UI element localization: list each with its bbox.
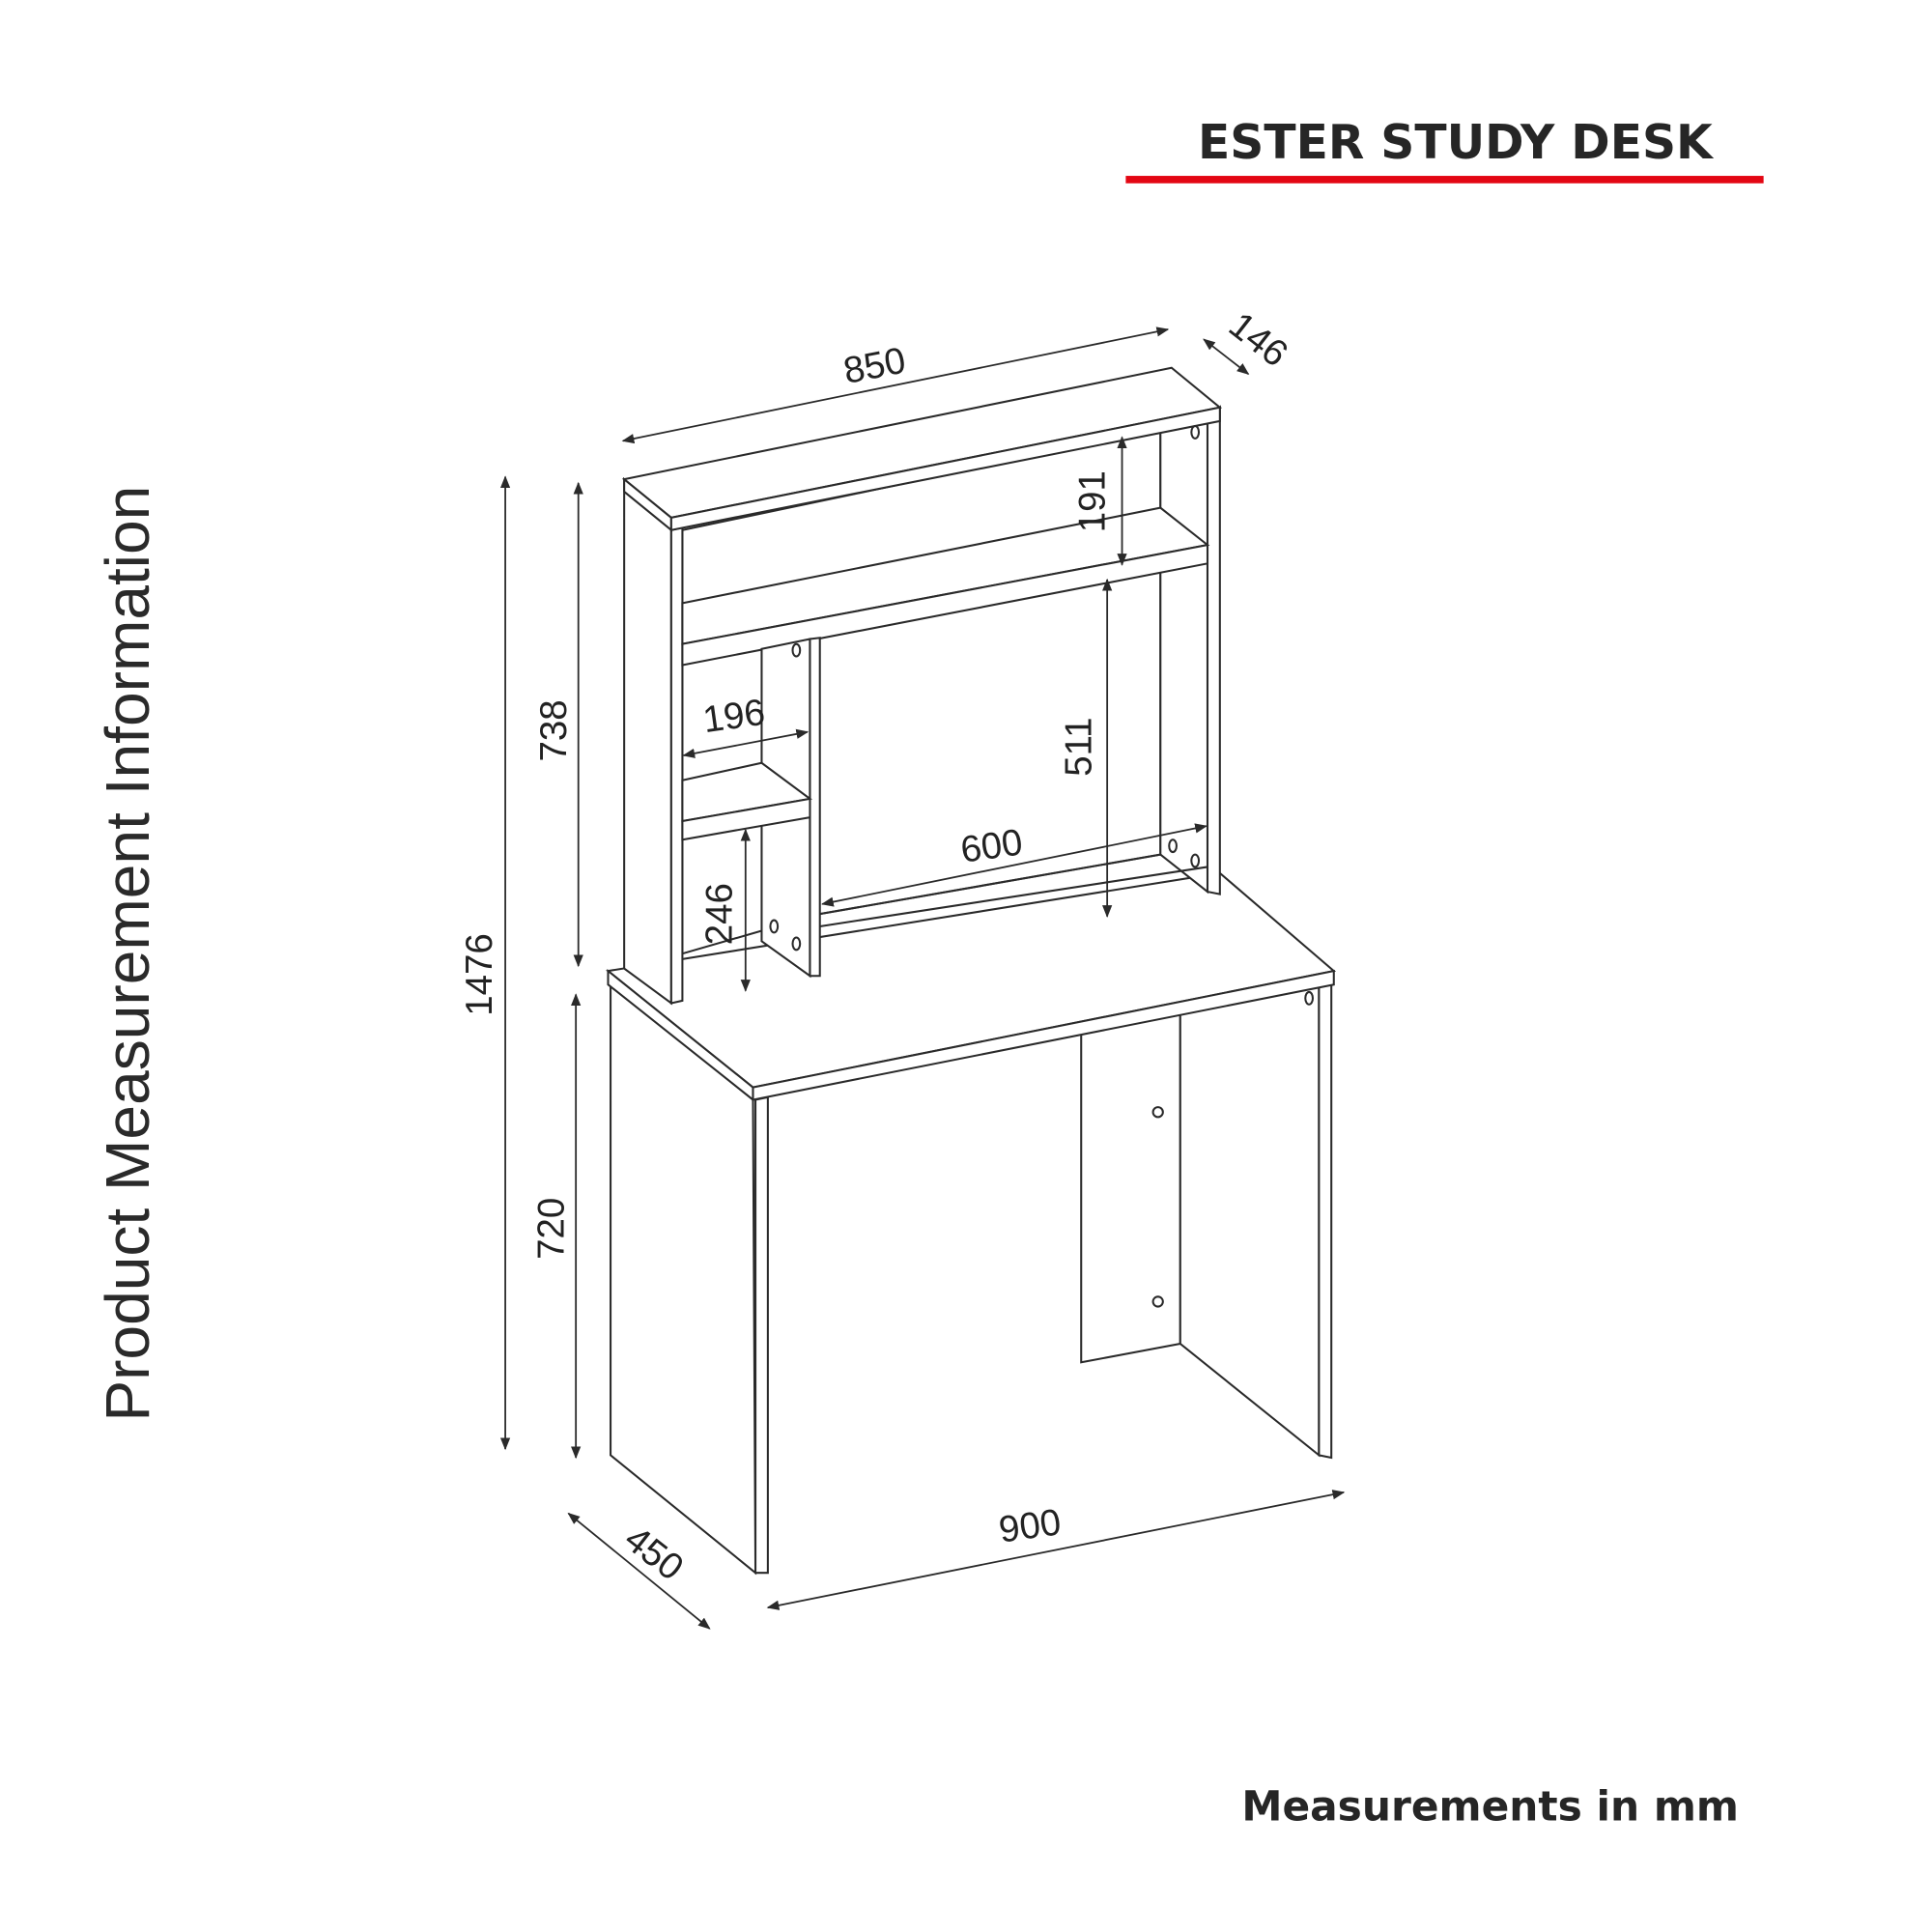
dim-desk-width: 900 <box>996 1501 1064 1551</box>
dimension-lines <box>499 327 1346 1630</box>
dim-open-height: 511 <box>1058 717 1099 776</box>
dim-total-height: 1476 <box>459 933 500 1016</box>
side-label: Product Measurement Information <box>93 486 162 1422</box>
desk-body <box>606 366 1337 1576</box>
dim-top-shelf-height: 191 <box>1072 470 1114 532</box>
dim-hutch-depth: 146 <box>1221 304 1295 375</box>
dim-desk-depth: 450 <box>616 1518 691 1588</box>
footer-note: Measurements in mm <box>1241 1783 1739 1831</box>
dim-desk-height: 720 <box>530 1198 572 1260</box>
dim-hutch-height: 738 <box>533 699 575 761</box>
title-underline <box>1125 176 1764 184</box>
dim-lower-compartment-height: 246 <box>699 883 741 945</box>
title: ESTER STUDY DESK <box>1198 116 1715 170</box>
dim-compartment-width: 196 <box>700 692 768 742</box>
dim-open-width: 600 <box>958 821 1026 871</box>
